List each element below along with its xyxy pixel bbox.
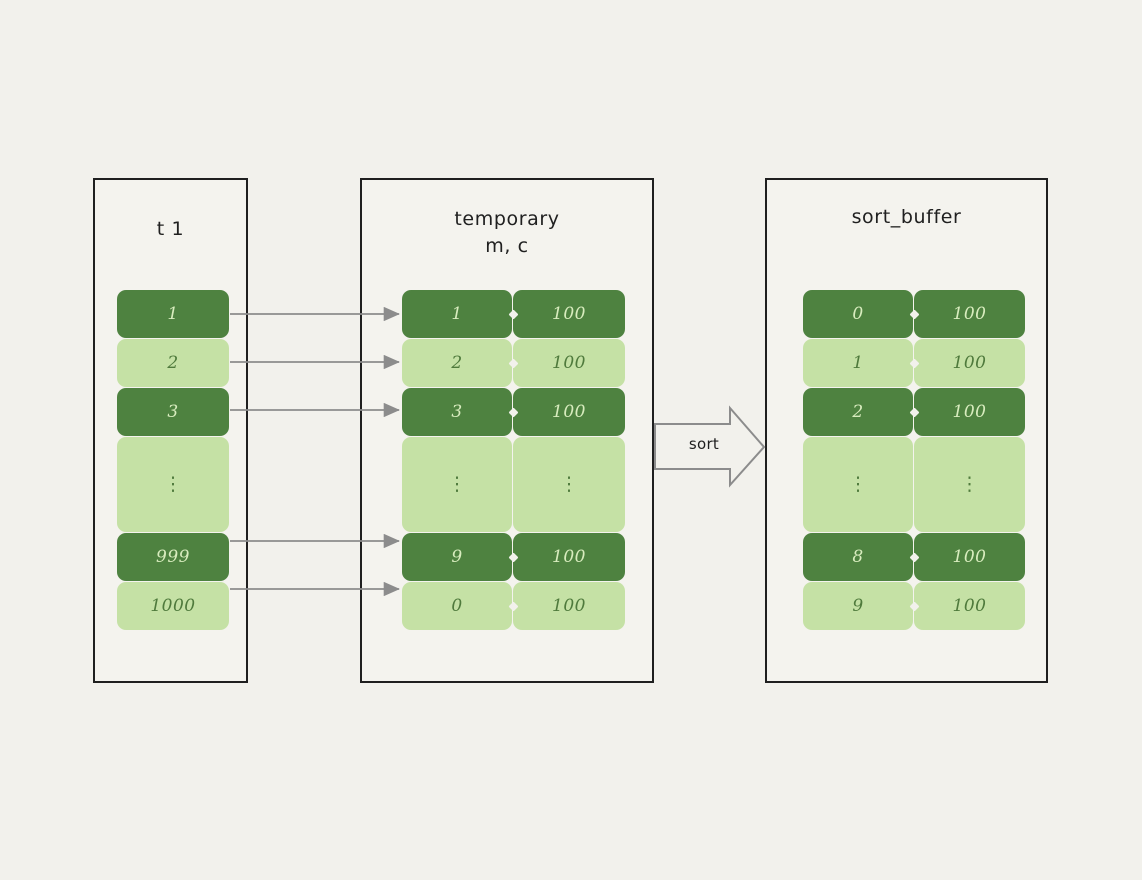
table-row[interactable]: 8 100 (803, 533, 1025, 581)
cell-key-ellipsis: ⋮ (402, 437, 512, 532)
cell-key-ellipsis: ⋮ (803, 437, 913, 532)
table-row[interactable]: 999 (117, 533, 229, 581)
cell-value: 100 (914, 290, 1025, 338)
sort-arrow-label: sort (688, 435, 720, 453)
table-row[interactable]: 1 100 (402, 290, 625, 338)
table-row[interactable]: 1000 (117, 582, 229, 630)
table-row-ellipsis: ⋮ ⋮ (803, 437, 1025, 532)
cell-key: 0 (402, 582, 512, 630)
cell-value: 100 (513, 582, 625, 630)
panel-t1-title: t 1 (156, 218, 185, 240)
table-row[interactable]: 9 100 (803, 582, 1025, 630)
row-stack-temporary: 1 100 2 100 3 100 ⋮ ⋮ 9 100 0 100 (402, 290, 625, 631)
row-stack-sort-buffer: 0 100 1 100 2 100 ⋮ ⋮ 8 100 9 100 (803, 290, 1025, 631)
table-row[interactable]: 3 (117, 388, 229, 436)
cell-key: 3 (402, 388, 512, 436)
cell-key: 1 (803, 339, 913, 387)
table-row[interactable]: 1 100 (803, 339, 1025, 387)
cell-value: 100 (914, 533, 1025, 581)
cell-value: 100 (513, 290, 625, 338)
cell-value-ellipsis: ⋮ (914, 437, 1025, 532)
table-row[interactable]: 9 100 (402, 533, 625, 581)
panel-sort-buffer-title: sort_buffer (851, 206, 962, 228)
cell-key: 1 (402, 290, 512, 338)
table-row[interactable]: 0 100 (402, 582, 625, 630)
cell-value: 100 (513, 339, 625, 387)
cell-key: 9 (402, 533, 512, 581)
cell-key: 2 (402, 339, 512, 387)
cell-key: 3 (117, 388, 229, 436)
cell-value: 100 (513, 533, 625, 581)
table-row-ellipsis: ⋮ (117, 437, 229, 532)
cell-value: 100 (914, 388, 1025, 436)
table-row[interactable]: 0 100 (803, 290, 1025, 338)
cell-key: 1000 (117, 582, 229, 630)
table-row[interactable]: 2 100 (402, 339, 625, 387)
row-stack-t1: 1 2 3 ⋮ 999 1000 (117, 290, 229, 631)
table-row[interactable]: 2 (117, 339, 229, 387)
cell-key: 1 (117, 290, 229, 338)
cell-key: 2 (803, 388, 913, 436)
cell-value-ellipsis: ⋮ (513, 437, 625, 532)
table-row-ellipsis: ⋮ ⋮ (402, 437, 625, 532)
table-row[interactable]: 3 100 (402, 388, 625, 436)
cell-key: 2 (117, 339, 229, 387)
table-row[interactable]: 1 (117, 290, 229, 338)
cell-key: 0 (803, 290, 913, 338)
cell-value: 100 (914, 339, 1025, 387)
cell-key: 8 (803, 533, 913, 581)
cell-value: 100 (513, 388, 625, 436)
cell-value: 100 (914, 582, 1025, 630)
panel-temporary-title: temporary m, c (454, 208, 560, 257)
table-row[interactable]: 2 100 (803, 388, 1025, 436)
cell-key: 9 (803, 582, 913, 630)
cell-key: 999 (117, 533, 229, 581)
cell-key-ellipsis: ⋮ (117, 437, 229, 532)
